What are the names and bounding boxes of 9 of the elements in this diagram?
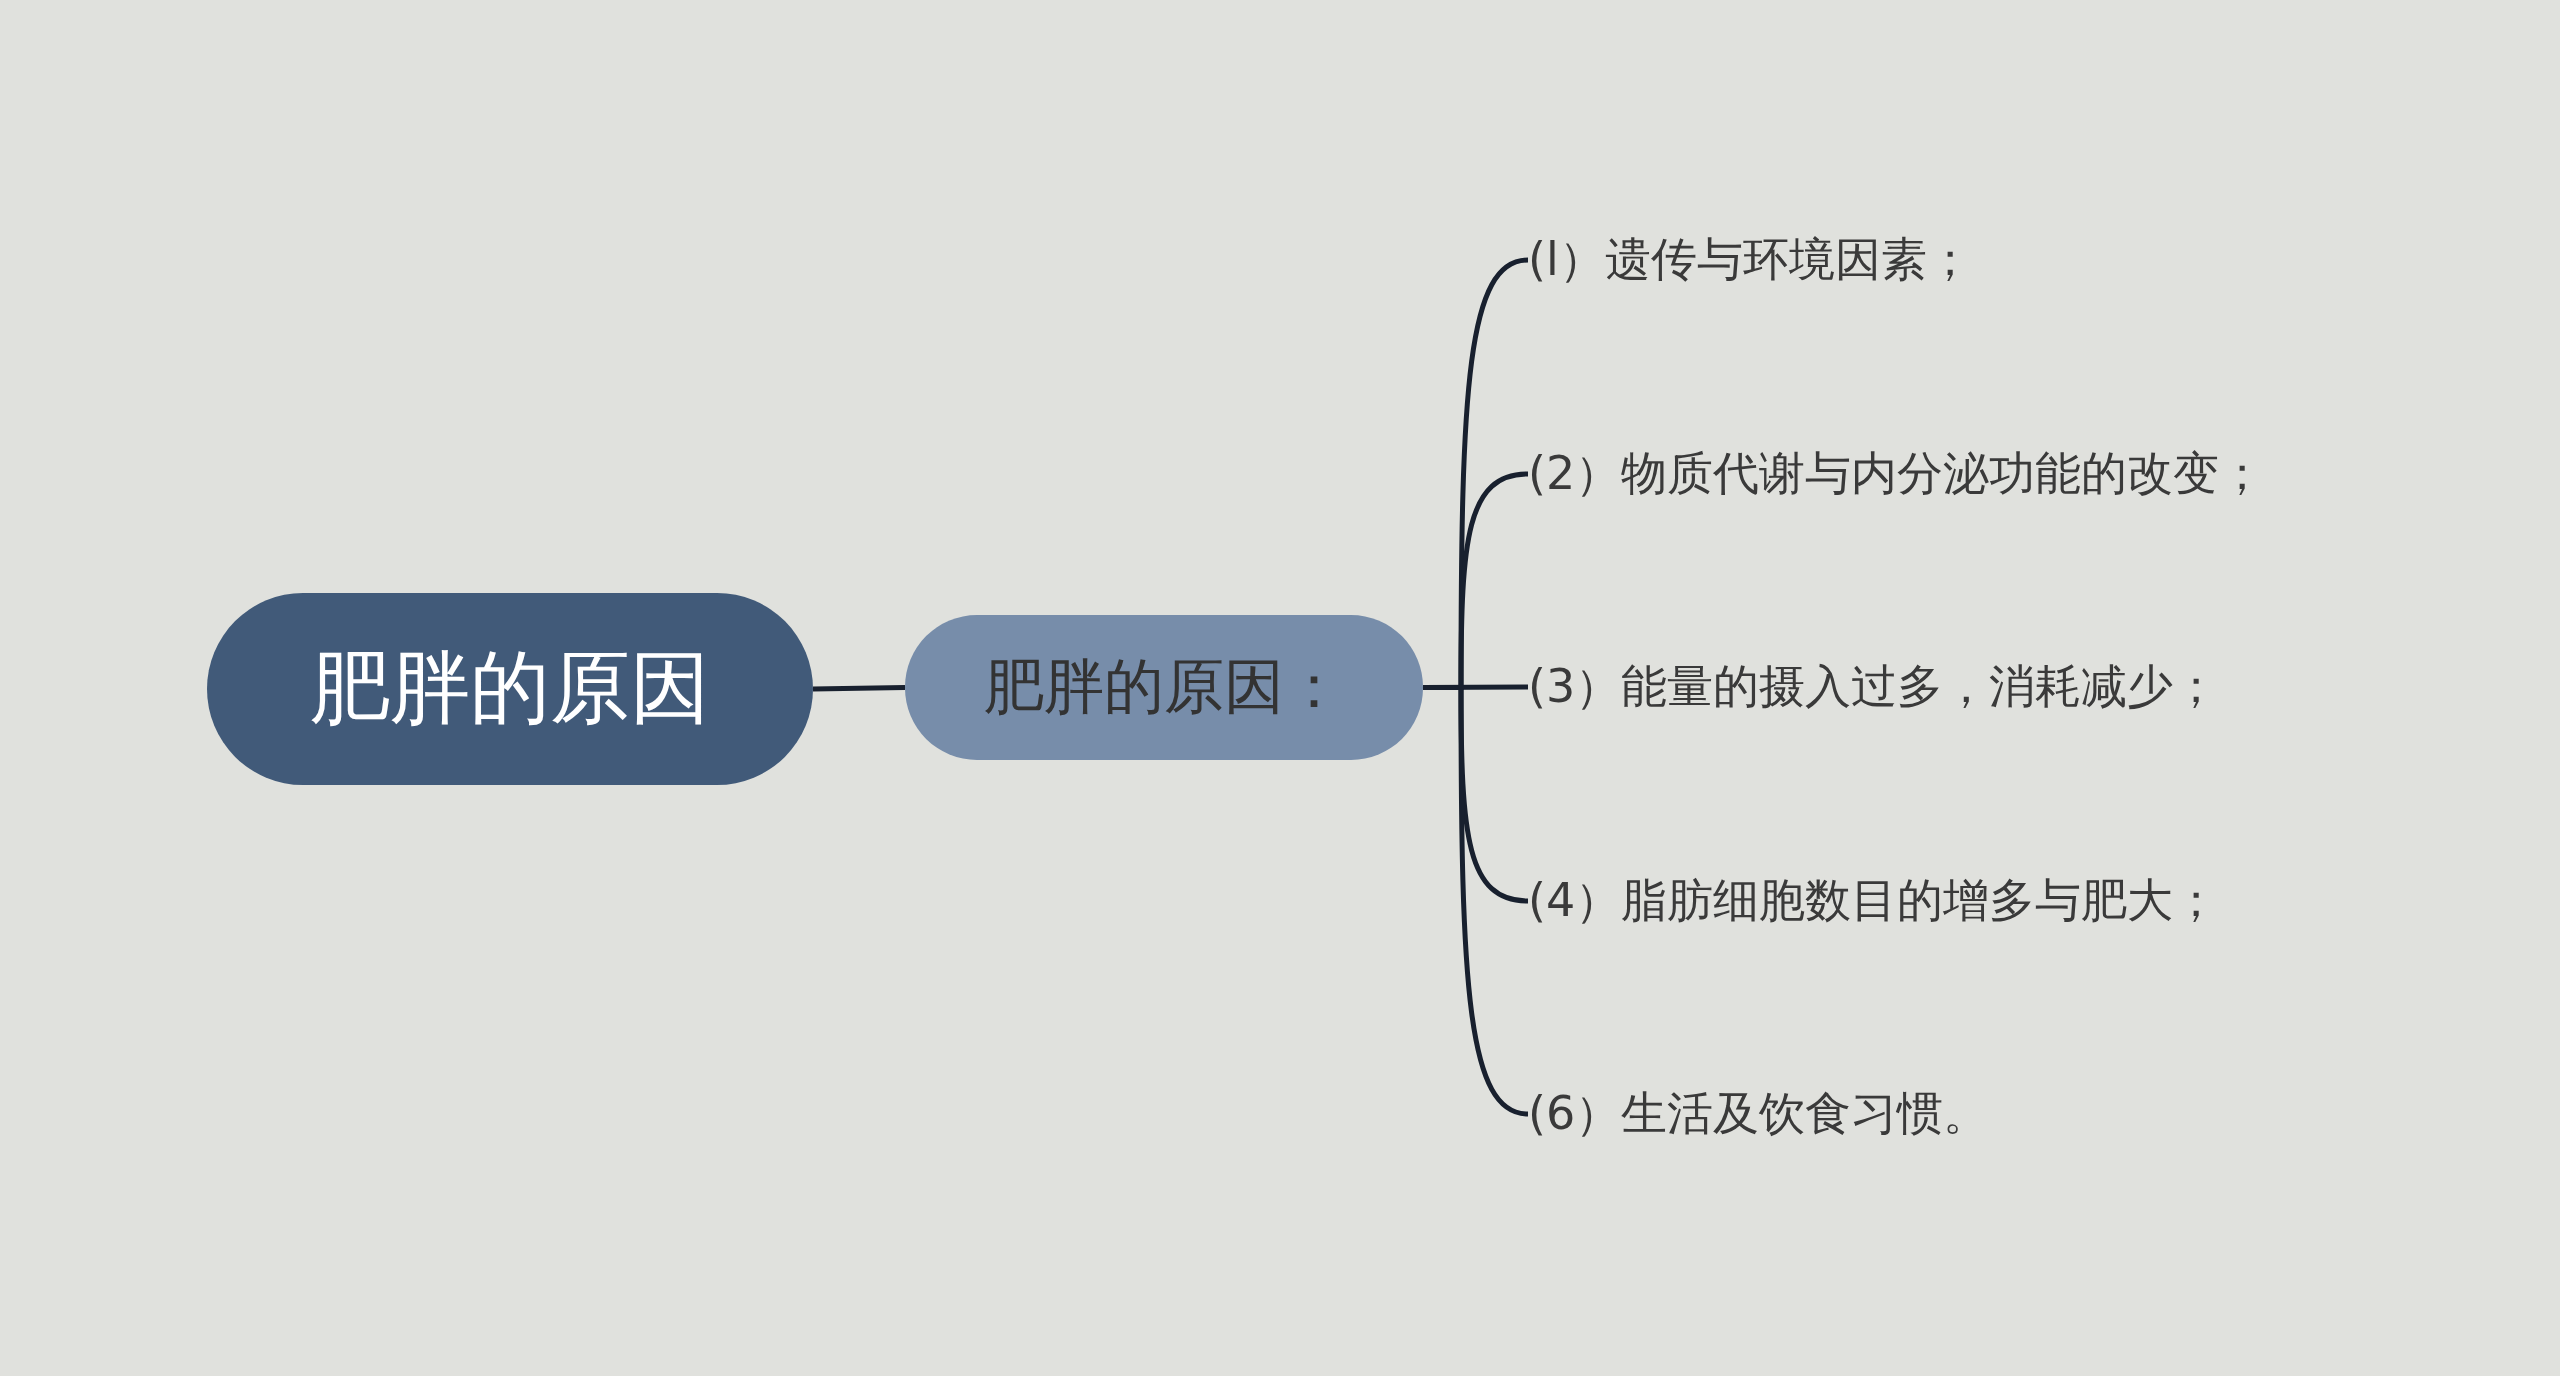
subtopic-pill: 肥胖的原因： — [905, 615, 1423, 760]
topic-text: (6）生活及饮食习惯。 — [1528, 1086, 1990, 1142]
topic-text: (3）能量的摄入过多，消耗减少； — [1528, 659, 2220, 715]
topic-text: (2）物质代谢与内分泌功能的改变； — [1528, 446, 2266, 502]
central-topic: 肥胖的原因 — [207, 593, 813, 785]
connector-line — [812, 685, 906, 692]
connector-line — [1423, 685, 1529, 1117]
topic-text: (4）脂肪细胞数目的增多与肥大； — [1528, 873, 2220, 929]
topic-text: (l）遗传与环境因素； — [1528, 232, 1973, 288]
